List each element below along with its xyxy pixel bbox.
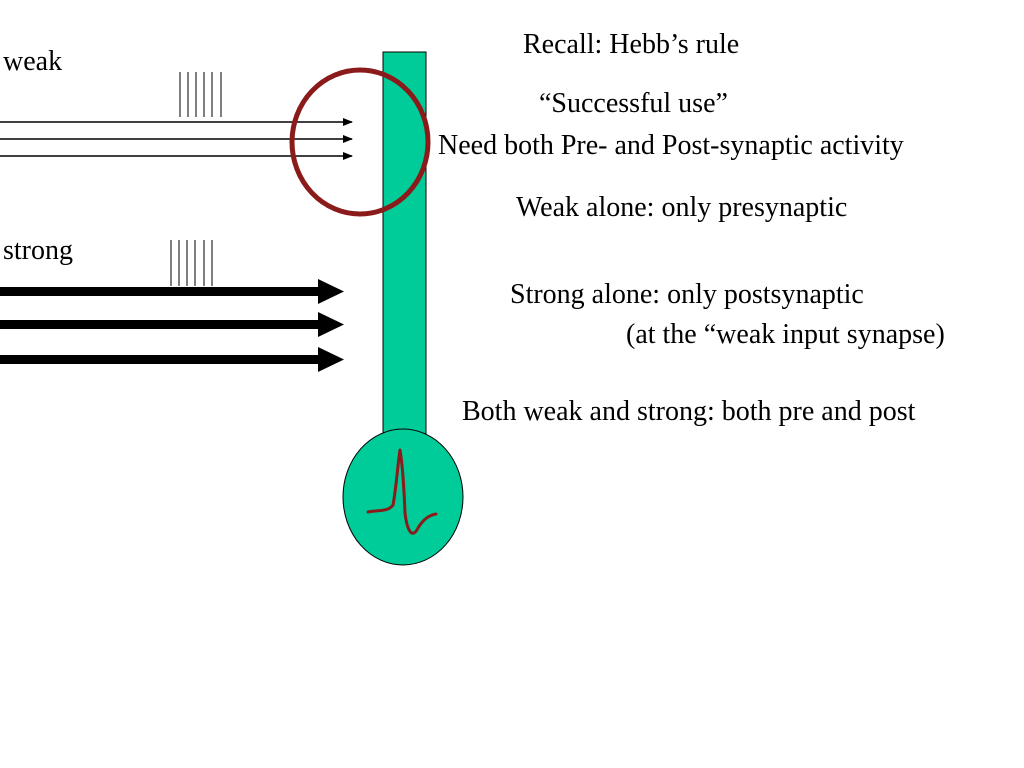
strong-input-arrow-head: [318, 279, 344, 304]
strong-input-arrow-shaft: [0, 355, 320, 364]
neuron-dendrite: [382, 51, 427, 438]
strong-input-arrows: [0, 279, 344, 372]
successful-use-text: “Successful use”: [539, 88, 728, 119]
weak-input-arrows: [0, 118, 353, 160]
weak-label: weak: [3, 46, 63, 77]
strong-input-arrow-shaft: [0, 287, 320, 296]
strong-alone-text: Strong alone: only postsynaptic: [510, 279, 864, 310]
strong-input-arrow-head: [318, 312, 344, 337]
strong-alone-note: (at the “weak input synapse): [626, 319, 945, 350]
recall-heading: Recall: Hebb’s rule: [523, 29, 740, 60]
weak-spike-train: [179, 72, 222, 117]
synapse-highlight-circle: [289, 67, 431, 217]
need-both-text: Need both Pre- and Post-synaptic activit…: [438, 130, 904, 161]
weak-alone-text: Weak alone: only presynaptic: [516, 192, 848, 223]
strong-input-arrow-head: [318, 347, 344, 372]
both-text: Both weak and strong: both pre and post: [462, 396, 916, 427]
strong-label: strong: [3, 235, 73, 266]
strong-input-arrow-shaft: [0, 320, 320, 329]
action-potential-trace: [366, 448, 438, 535]
strong-spike-train: [170, 240, 213, 286]
